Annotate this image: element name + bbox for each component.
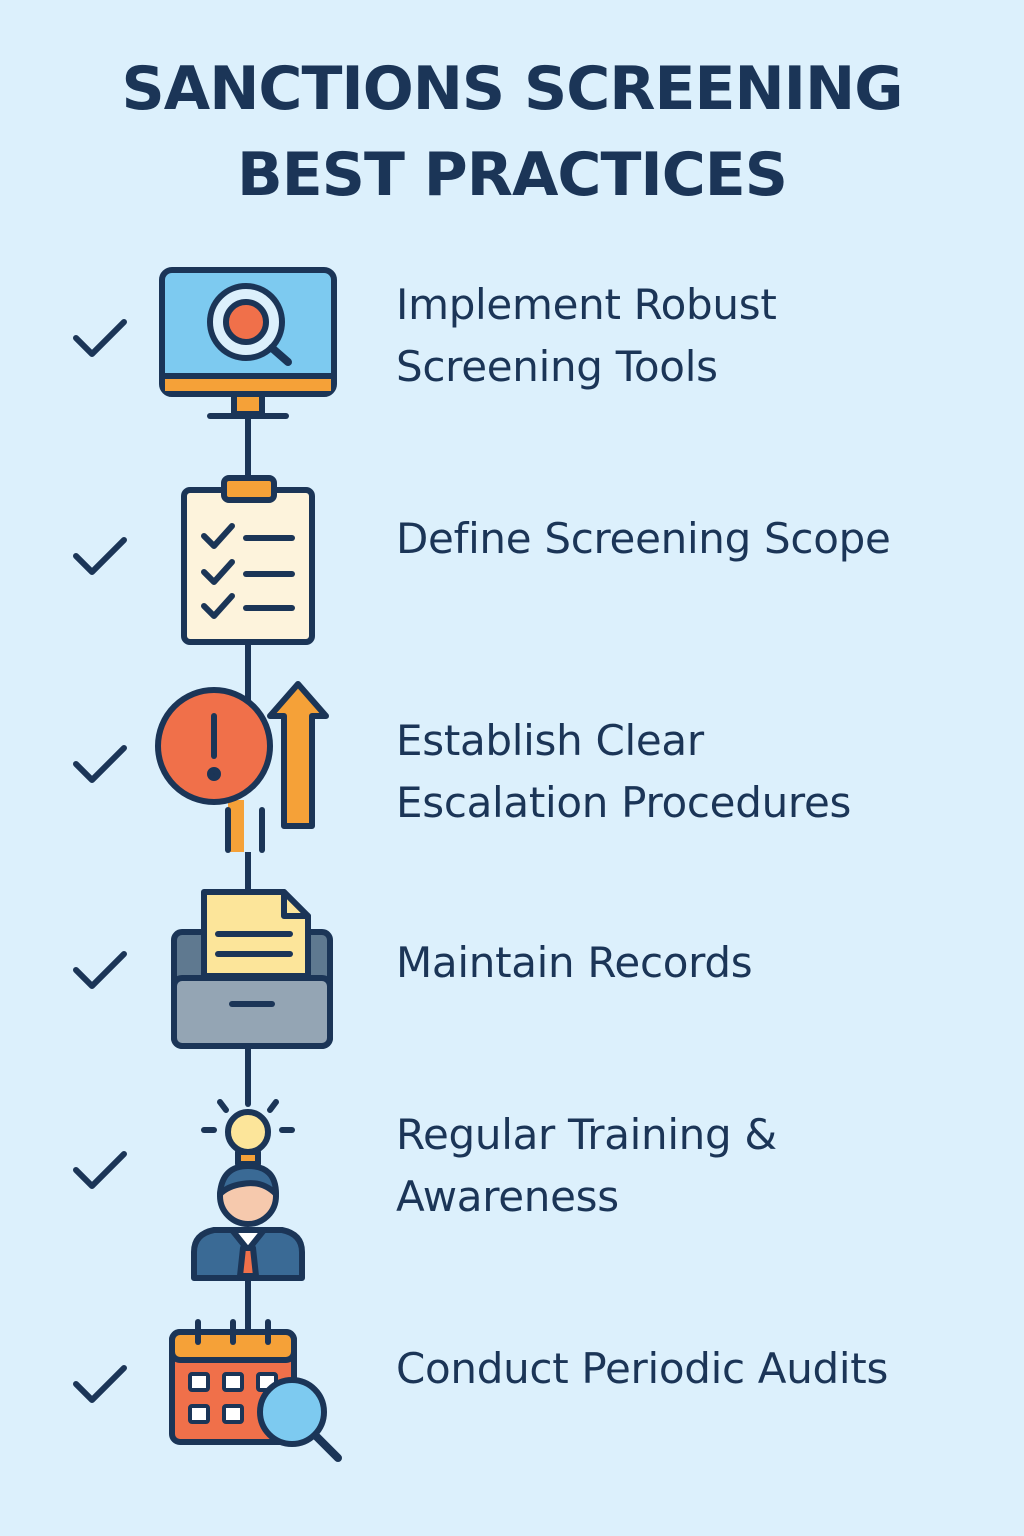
title-line-1: SANCTIONS SCREENING: [121, 54, 904, 124]
step-4-label: Maintain Records: [396, 932, 996, 994]
step-3-label: Establish Clear Escalation Procedures: [396, 710, 996, 834]
step-3-line-1: Establish Clear: [396, 716, 704, 765]
alert-escalation-icon: [155, 681, 329, 853]
calendar-audit-icon: [169, 1319, 342, 1462]
title-line-2: BEST PRACTICES: [237, 140, 788, 210]
step-4-check-icon: [73, 951, 127, 989]
step-4-line-1: Maintain Records: [396, 938, 753, 987]
step-3-line-2: Escalation Procedures: [396, 778, 852, 827]
step-5-line-2: Awareness: [396, 1172, 619, 1221]
records-drawer-icon: [171, 889, 333, 1049]
step-5-line-1: Regular Training &: [396, 1110, 777, 1159]
step-1-line-1: Implement Robust: [396, 280, 777, 329]
step-1-check-icon: [73, 319, 127, 357]
step-6-line-1: Conduct Periodic Audits: [396, 1344, 889, 1393]
step-1-line-2: Screening Tools: [396, 342, 718, 391]
step-5-check-icon: [73, 1151, 127, 1189]
checklist-clipboard-icon: [181, 475, 315, 645]
page-title: SANCTIONS SCREENING BEST PRACTICES: [0, 46, 1024, 218]
step-2-line-1: Define Screening Scope: [396, 514, 891, 563]
step-6-check-icon: [73, 1365, 127, 1403]
computer-search-icon: [159, 267, 337, 419]
trainee-idea-icon: [191, 1095, 305, 1281]
step-2-check-icon: [73, 537, 127, 575]
step-5-label: Regular Training & Awareness: [396, 1104, 996, 1228]
step-3-check-icon: [73, 745, 127, 783]
step-1-label: Implement Robust Screening Tools: [396, 274, 996, 398]
step-6-label: Conduct Periodic Audits: [396, 1338, 996, 1400]
step-2-label: Define Screening Scope: [396, 508, 996, 570]
